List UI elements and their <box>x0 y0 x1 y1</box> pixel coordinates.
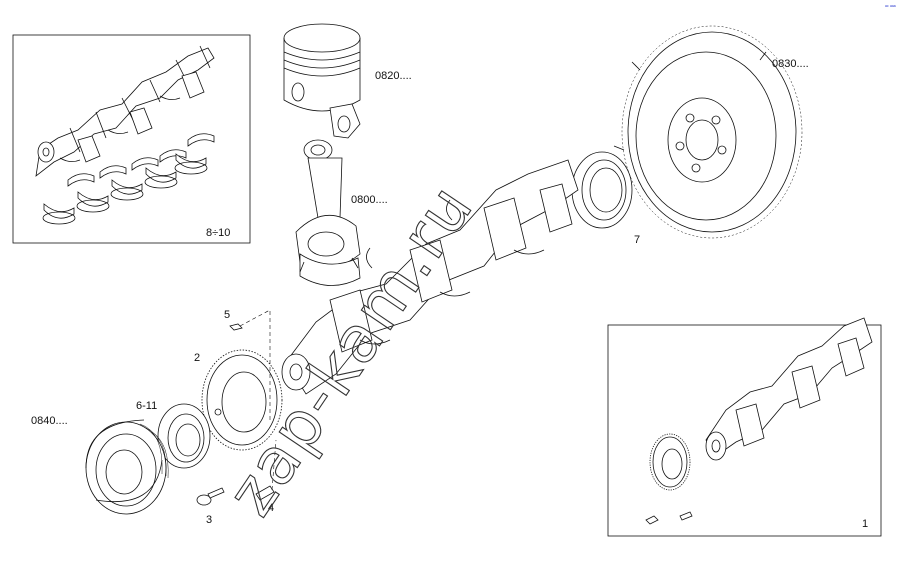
corner-mark: ᵃᶜ ᵃᵃᵃ <box>885 4 896 10</box>
inset-gear-small <box>649 433 691 491</box>
piston <box>283 23 361 139</box>
label-rear-seal: 7 <box>634 234 640 246</box>
inset-bolt-small <box>645 515 659 525</box>
label-front-seal: 6-11 <box>136 400 157 412</box>
inset-frame-right <box>607 324 882 537</box>
label-gear: 2 <box>194 352 200 364</box>
label-dowel-upper: 5 <box>224 309 230 321</box>
flywheel <box>613 25 803 239</box>
inset-bearing-shells-lower <box>42 153 208 225</box>
pulley <box>85 419 169 515</box>
inset-crankshaft-assembly <box>705 317 873 461</box>
main-crankshaft <box>281 159 579 395</box>
label-piston: 0820.... <box>375 70 412 82</box>
label-assembly-group: 1 <box>862 518 868 530</box>
inset-bearing-shells-upper <box>67 133 215 187</box>
label-pulley: 0840.... <box>31 415 68 427</box>
front-seal <box>157 403 211 469</box>
bolt <box>196 487 225 506</box>
dowel-upper <box>229 309 271 420</box>
label-bearings-group: 8÷10 <box>206 227 230 239</box>
dowel-lower <box>255 439 277 501</box>
inset-assembly-group: 1 <box>607 317 882 537</box>
timing-gear <box>201 349 283 451</box>
inset-frame-left <box>12 34 251 244</box>
inset-dowel-small <box>679 511 693 521</box>
label-dowel-lower: 4 <box>268 502 274 514</box>
rear-seal <box>571 151 633 229</box>
label-flywheel: 0830.... <box>772 58 809 70</box>
inset-crankshaft-small <box>35 45 215 177</box>
label-conrod: 0800.... <box>351 194 388 206</box>
label-bolt: 3 <box>206 514 212 526</box>
connecting-rod <box>295 139 361 286</box>
inset-bearings-group: 8÷10 <box>12 34 251 244</box>
